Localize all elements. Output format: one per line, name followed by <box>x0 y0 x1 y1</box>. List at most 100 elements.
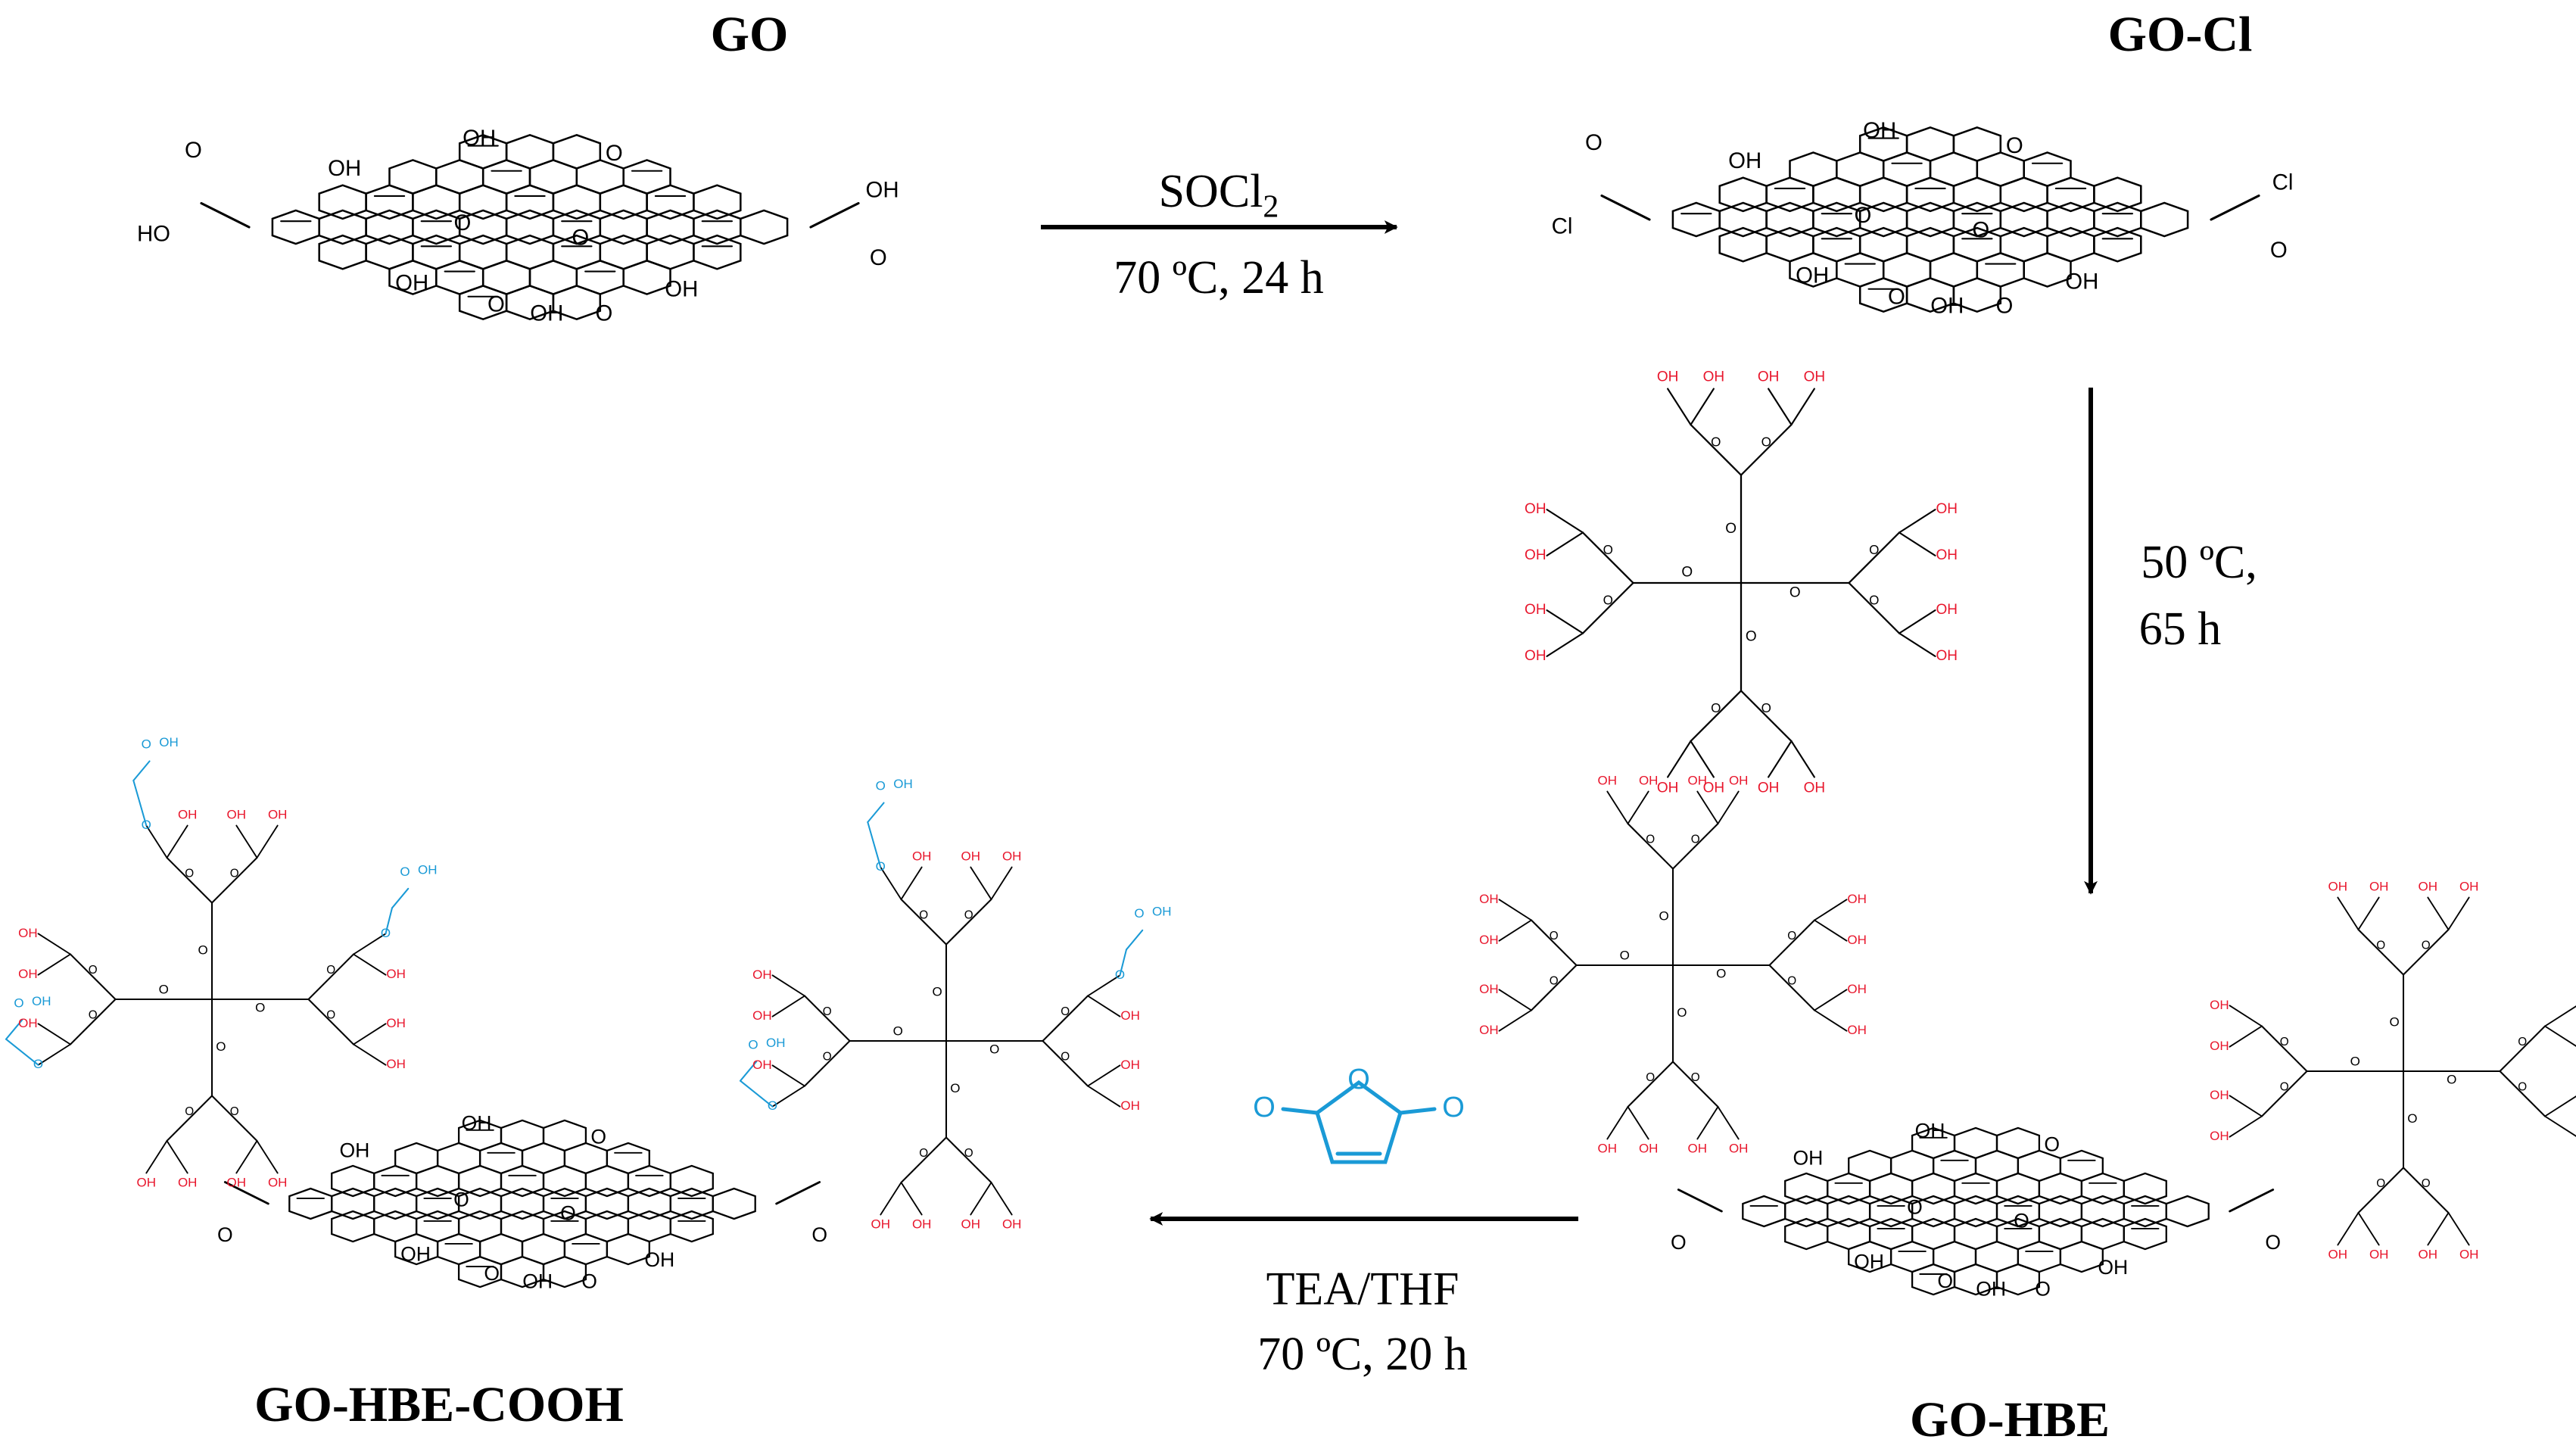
terminal-hydroxyl: OH <box>1703 369 1725 385</box>
terminal-hydroxyl: OH <box>227 1176 247 1190</box>
maleate-bond <box>132 779 148 827</box>
terminal-bond <box>2447 1212 2470 1246</box>
terminal-hydroxyl: OH <box>1804 781 1826 796</box>
terminal-bond <box>2357 896 2380 930</box>
terminal-hydroxyl: OH <box>268 807 288 821</box>
maleate-hydroxyl: OH <box>1152 904 1172 918</box>
atom-label: O <box>989 1042 999 1056</box>
terminal-bond <box>1606 790 1629 824</box>
hexagon-ring <box>669 1210 714 1243</box>
atom-label: OH <box>644 1248 674 1271</box>
terminal-bond <box>880 866 902 900</box>
hexagon-ring <box>373 1164 418 1198</box>
atom-label: OH <box>395 271 428 296</box>
terminal-bond <box>990 866 1013 900</box>
hexagon-ring <box>584 1164 630 1198</box>
maleate-bond <box>1119 949 1128 977</box>
atom-label: O <box>811 1223 827 1246</box>
ester-branch <box>803 995 851 1042</box>
carbonyl-oxygen: O <box>1253 1092 1276 1123</box>
terminal-bond <box>37 1043 71 1066</box>
hexagon-ring <box>622 259 671 295</box>
hexagon-ring <box>331 1187 375 1220</box>
hexagon-ring <box>2080 1172 2125 1205</box>
terminal-hydroxyl: OH <box>1688 1142 1708 1156</box>
terminal-hydroxyl: OH <box>1525 501 1547 517</box>
atom-label: O <box>2006 133 2023 158</box>
terminal-hydroxyl: OH <box>18 926 38 940</box>
terminal-hydroxyl: OH <box>1936 648 1958 664</box>
terminal-bond <box>1814 1009 1848 1032</box>
hexagon-ring <box>693 234 742 270</box>
terminal-bond <box>1627 1106 1649 1140</box>
maleate-bond <box>5 1038 39 1066</box>
ester-branch <box>2499 1070 2546 1117</box>
terminal-bond <box>235 1140 258 1174</box>
ester-branch <box>1848 531 1901 584</box>
hexagon-ring <box>669 1164 714 1198</box>
terminal-bond <box>1546 531 1584 556</box>
terminal-bond <box>2229 1095 2263 1117</box>
terminal-bond <box>1606 1106 1629 1140</box>
ester-branch <box>945 898 992 946</box>
terminal-bond <box>1814 919 1848 942</box>
atom-label: OH <box>1793 1146 1824 1169</box>
atom-label: O <box>1691 1071 1700 1084</box>
hexagon-ring <box>1827 1195 1871 1228</box>
terminal-hydroxyl: OH <box>2210 1039 2229 1053</box>
terminal-bond <box>970 866 992 900</box>
terminal-bond <box>970 1182 992 1216</box>
atom-label: O <box>326 964 335 977</box>
carbonyl-oxygen: O <box>1442 1092 1465 1123</box>
terminal-bond <box>2544 1115 2576 1137</box>
terminal-bond <box>1790 388 1815 426</box>
ester-branch <box>1768 919 1816 967</box>
terminal-bond <box>1667 740 1692 778</box>
hexagon-ring <box>415 1187 460 1220</box>
ester-branch <box>307 953 355 1001</box>
hexagon-ring <box>1671 201 1721 238</box>
hexagon-ring <box>2123 1217 2167 1251</box>
hexagon-ring <box>1718 226 1768 263</box>
atom-label: O <box>1671 1231 1687 1254</box>
hexagon-ring <box>1952 176 2002 213</box>
terminal-bond <box>1717 790 1740 824</box>
atom-label: O <box>487 292 505 317</box>
hexagon-ring <box>2059 1240 2104 1273</box>
hexagon-ring <box>1999 201 2048 238</box>
ester-branch <box>1627 1061 1674 1108</box>
hexagon-ring <box>2093 226 2142 263</box>
atom-label: O <box>1646 1071 1655 1084</box>
maleate-bond <box>739 1080 774 1108</box>
terminal-hydroxyl: OH <box>2369 1248 2389 1262</box>
terminal-hydroxyl: OH <box>137 1176 157 1190</box>
hexagon-ring <box>500 1187 545 1220</box>
atom-label: O <box>1725 521 1737 537</box>
atom-label: O <box>2518 1036 2527 1048</box>
hexagon-ring <box>318 209 367 245</box>
terminal-bond <box>2544 1025 2576 1047</box>
bond <box>223 1181 269 1205</box>
terminal-bond <box>256 1140 279 1174</box>
terminal-bond <box>1717 1106 1740 1140</box>
hexagon-ring <box>1784 1217 1829 1251</box>
hexagon-ring <box>331 1210 375 1243</box>
ester-branch <box>1768 964 1816 1011</box>
terminal-hydroxyl: OH <box>1479 892 1499 906</box>
terminal-hydroxyl: OH <box>1479 1023 1499 1037</box>
atom-label: O <box>1789 584 1801 600</box>
terminal-bond <box>353 933 387 955</box>
ester-branch <box>1690 423 1743 476</box>
hexagon-ring <box>1718 176 1768 213</box>
terminal-bond <box>1546 609 1584 634</box>
hyperbranched-polyester: OOOOOHOHOOHOHOOOOOHOHOOHOHOOOHOHOOHOHOOO… <box>739 777 1172 1232</box>
terminal-hydroxyl: OH <box>1847 933 1867 947</box>
maleate-bond <box>1125 929 1144 951</box>
terminal-hydroxyl: OH <box>1847 982 1867 996</box>
atom-label: O <box>2280 1036 2289 1048</box>
atom-label: O <box>2422 1177 2431 1190</box>
maleate-oxygen: O <box>1134 906 1144 921</box>
atom-label: O <box>1972 218 1989 243</box>
